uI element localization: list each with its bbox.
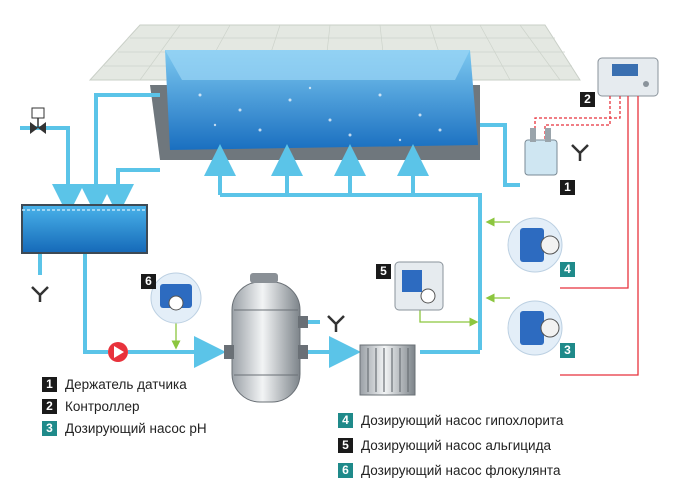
legend-badge: 4 (338, 413, 353, 428)
legend-badge: 3 (42, 420, 57, 436)
legend-label: Дозирующий насос альгицида (361, 438, 551, 453)
tag-sensor-holder: 1 (560, 180, 575, 195)
legend-badge: 2 (42, 398, 57, 414)
legend-item-controller: 2 Контроллер (42, 395, 207, 417)
legend-label: Держатель датчика (65, 376, 187, 392)
controller (597, 57, 659, 97)
legend-item-sensor-holder: 1 Держатель датчика (42, 373, 207, 395)
legend-label: Контроллер (65, 398, 140, 414)
legend-label: Дозирующий насос pH (65, 420, 207, 436)
tag-hypochlorite-pump: 4 (560, 262, 575, 277)
ph-pump (507, 300, 563, 356)
legend-item-flocculant-pump: 6 Дозирующий насос флокулянта (338, 458, 563, 483)
pool-basin (150, 50, 480, 160)
drain-symbol-filter (327, 315, 345, 332)
algicide-pump (394, 261, 444, 311)
hypochlorite-pump (507, 217, 563, 273)
balance-tank (21, 204, 148, 254)
legend-label: Дозирующий насос флокулянта (361, 463, 561, 478)
circulation-pump (108, 342, 128, 362)
heat-exchanger (359, 344, 416, 396)
dosing-lines (171, 217, 510, 350)
drain-symbol-sensor (571, 144, 589, 161)
legend-badge: 1 (42, 376, 57, 392)
drain-symbol-tank (31, 286, 49, 302)
fill-valve (30, 107, 46, 134)
legend-label: Дозирующий насос гипохлорита (361, 413, 564, 428)
legend-badge: 5 (338, 438, 353, 453)
sand-filter (224, 273, 308, 403)
legend-item-hypochlorite-pump: 4 Дозирующий насос гипохлорита (338, 408, 563, 433)
legend-badge: 6 (338, 463, 353, 478)
tag-controller: 2 (580, 92, 595, 107)
legend-item-ph-pump: 3 Дозирующий насос pH (42, 417, 207, 439)
tag-algicide-pump: 5 (376, 264, 391, 279)
legend-right: 4 Дозирующий насос гипохлорита 5 Дозирую… (338, 408, 563, 483)
flocculant-pump (150, 272, 202, 324)
sensor-holder (524, 128, 558, 176)
tag-ph-pump: 3 (560, 343, 575, 358)
legend-item-algicide-pump: 5 Дозирующий насос альгицида (338, 433, 563, 458)
tag-flocculant-pump: 6 (141, 274, 156, 289)
legend-left: 1 Держатель датчика 2 Контроллер 3 Дозир… (42, 373, 207, 439)
